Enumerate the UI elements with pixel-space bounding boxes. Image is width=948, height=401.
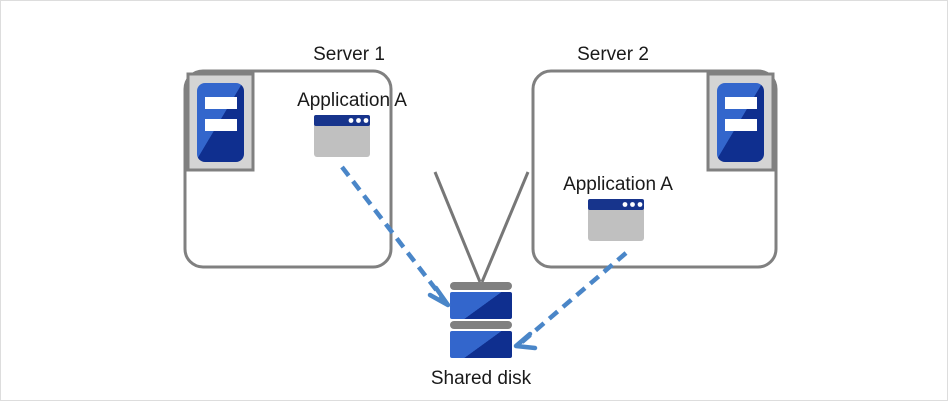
- server-icon-1: [186, 72, 255, 172]
- server-icon-2: [706, 72, 775, 172]
- connector-server1-disk: [433, 171, 482, 283]
- server-1-title: Server 1: [313, 44, 385, 65]
- shared-disk-icon: [450, 282, 512, 358]
- app-label-server-2: Application A: [563, 174, 673, 195]
- app-window-icon-1: [314, 115, 370, 157]
- shared-disk-label: Shared disk: [430, 368, 532, 389]
- server-box-1: [183, 69, 393, 269]
- server-box-2: [531, 69, 778, 269]
- server-2-title: Server 2: [577, 44, 649, 65]
- dashed-arrow-server2-to-disk: [513, 251, 628, 351]
- app-label-server-1: Application A: [297, 90, 407, 111]
- dashed-arrow-server1-to-disk: [340, 165, 451, 308]
- connector-server2-disk: [480, 171, 530, 283]
- app-window-icon-2: [588, 199, 644, 241]
